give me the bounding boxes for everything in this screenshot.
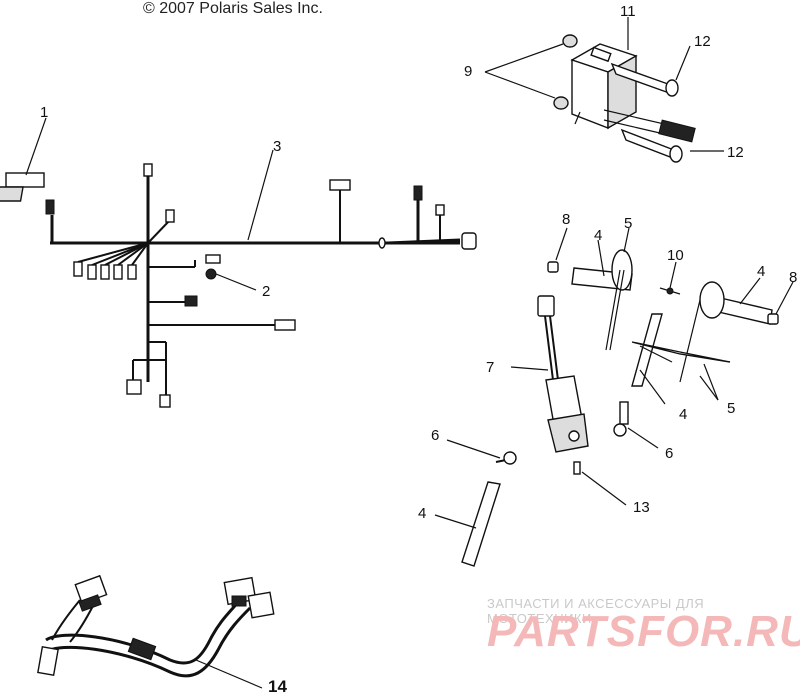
terminal-left: [495, 451, 517, 465]
callout-4-middle: 4: [679, 406, 687, 423]
callout-13: 13: [633, 499, 650, 516]
clip: [659, 287, 681, 295]
rod-lower: [461, 481, 501, 567]
callout-4-lower: 4: [418, 505, 426, 522]
callout-5-upper: 5: [624, 215, 632, 232]
bracket-right: [679, 281, 725, 383]
terminal-right: [613, 401, 629, 437]
callout-12-lower: 12: [727, 144, 744, 161]
nut-upper: [562, 34, 578, 48]
cap-right: [767, 313, 779, 325]
junction-block: [0, 172, 55, 215]
main-harness: [50, 175, 461, 398]
watermark-tagline: ЗАПЧАСТИ И АКСЕССУАРЫ ДЛЯ МОТОТЕХНИКИ: [487, 596, 705, 626]
callout-4-upper-right: 4: [757, 263, 765, 280]
callout-5-lower: 5: [727, 400, 735, 417]
callout-14: 14: [268, 677, 287, 693]
callout-4-upper-left: 4: [594, 227, 602, 244]
callout-11: 11: [620, 3, 636, 20]
callout-3: 3: [273, 138, 281, 155]
cap-left: [547, 261, 559, 273]
callout-1: 1: [40, 104, 48, 121]
callout-12-upper: 12: [694, 33, 711, 50]
bracket-upper: [605, 249, 633, 351]
watermark-logo: PARTSFOR.RU: [487, 607, 800, 656]
bracket-plate: [631, 341, 731, 363]
screw: [573, 461, 581, 475]
callout-10: 10: [667, 247, 684, 264]
callout-7: 7: [486, 359, 494, 376]
bolt-upper: [610, 62, 679, 97]
callout-8-right: 8: [789, 269, 797, 286]
callout-6-left: 6: [431, 427, 439, 444]
harness-connectors: [73, 163, 477, 408]
callout-9: 9: [464, 63, 472, 80]
copyright-text: © 2007 Polaris Sales Inc.: [143, 0, 323, 17]
relay-box: [570, 43, 696, 143]
callout-2: 2: [262, 283, 270, 300]
switch-assembly: [537, 295, 589, 453]
callout-8-left: 8: [562, 211, 570, 228]
callout-6-right: 6: [665, 445, 673, 462]
bolt-lower: [620, 128, 683, 163]
sub-harness: [37, 574, 275, 678]
nut-lower: [553, 96, 569, 110]
